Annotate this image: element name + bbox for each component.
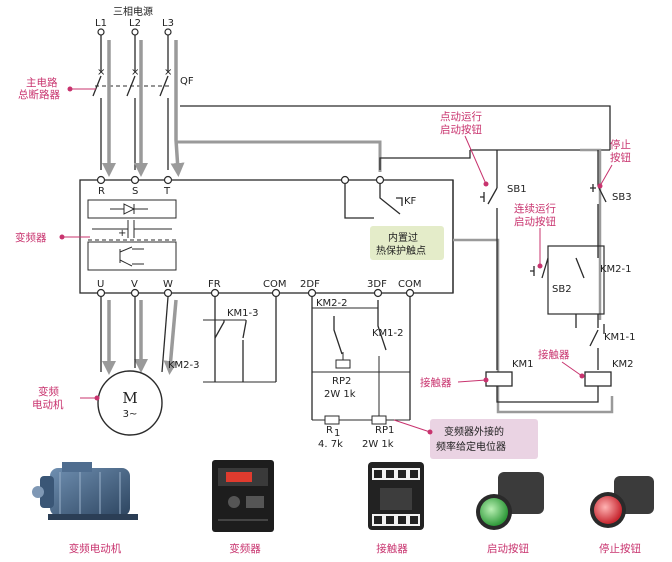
contact-km1-2: KM1-2 [372, 328, 404, 339]
sb2-label-line2: 启动按钮 [514, 215, 556, 228]
photo-label-motor: 变频电动机 [69, 542, 122, 555]
coil-km1 [485, 371, 513, 387]
inverter-input-s: S [132, 186, 138, 197]
photo-label-inverter: 变频器 [229, 542, 261, 555]
term-fr: FR [208, 279, 221, 290]
thermal-code: KF [404, 196, 417, 207]
phase-l2: L2 [129, 18, 141, 29]
svg-text:+: + [118, 228, 126, 239]
source-title: 三相电源 [113, 5, 153, 18]
resistor-r1 [324, 415, 340, 425]
inverter-photo-icon [212, 460, 274, 532]
sb1-label-line2: 启动按钮 [440, 123, 482, 136]
contactor-photo-icon [368, 462, 424, 530]
sb2-code: SB2 [552, 284, 572, 295]
red-button-photo-icon [590, 476, 654, 528]
r1-sub: 1 [334, 428, 340, 439]
coil-km2 [584, 371, 612, 387]
svg-text:×: × [97, 67, 105, 78]
rp2-value: 2W 1k [324, 389, 356, 400]
rp1-value: 2W 1k [362, 439, 394, 450]
motor-sub: 3~ [123, 409, 138, 420]
contact-km2-1: KM2-1 [600, 264, 632, 275]
sb3-code: SB3 [612, 192, 632, 203]
motor-letter: M [122, 389, 137, 407]
sb3-label-line1: 停止 [610, 138, 631, 151]
thermal-label-line1: 内置过 [388, 231, 418, 244]
coil-km1-code: KM1 [512, 359, 534, 370]
rectifier-block [87, 199, 177, 219]
photo-label-stop: 停止按钮 [599, 542, 641, 555]
contact-km1-3: KM1-3 [227, 308, 259, 319]
photo-label-start: 启动按钮 [487, 542, 529, 555]
feedback-arrow [176, 140, 382, 172]
pot-note-box [430, 419, 538, 459]
term-com2: COM [398, 279, 421, 290]
green-button-photo-icon [476, 472, 544, 530]
rp1-name: RP1 [375, 425, 394, 436]
contact-km1-1: KM1-1 [604, 332, 636, 343]
inverter-input-t: T [163, 186, 171, 197]
coil-km2-code: KM2 [612, 359, 634, 370]
rp2-name: RP2 [332, 376, 351, 387]
igbt-block [87, 241, 177, 271]
contact-km2-3: KM2-3 [168, 360, 200, 371]
motor-arrows [102, 299, 178, 375]
breaker-label-line1: 主电路 [26, 76, 58, 89]
resistor-rp1 [371, 415, 387, 425]
pot-note-line1: 变频器外接的 [444, 425, 504, 438]
input-arrows [102, 40, 185, 177]
coil-km1-label: 接触器 [420, 376, 452, 389]
svg-text:×: × [164, 67, 172, 78]
inverter-output-u: U [97, 279, 104, 290]
sb3-label-line2: 按钮 [610, 151, 631, 164]
coil-km2-label: 接触器 [538, 348, 570, 361]
phase-l3: L3 [162, 18, 174, 29]
sb1-code: SB1 [507, 184, 527, 195]
breaker-code: QF [180, 76, 194, 87]
breaker-label-line2: 总断路器 [18, 88, 60, 101]
sb1-label-line1: 点动运行 [440, 110, 482, 123]
inverter-input-r: R [98, 186, 105, 197]
motor-label-line2: 电动机 [32, 398, 64, 411]
contact-km2-2: KM2-2 [316, 298, 348, 309]
inverter-output-w: W [163, 279, 173, 290]
inverter-output-v: V [131, 279, 138, 290]
pot-note-line2: 频率给定电位器 [436, 440, 506, 453]
thermal-label-line2: 热保护触点 [376, 244, 426, 257]
photo-label-contactor: 接触器 [376, 542, 408, 555]
phase-l1: L1 [95, 18, 107, 29]
motor-label-line1: 变频 [38, 385, 59, 398]
inverter-label: 变频器 [15, 231, 47, 244]
svg-text:×: × [131, 67, 139, 78]
r1-name: R [326, 425, 333, 436]
sb2-label-line1: 连续运行 [514, 202, 556, 215]
breaker-qf: × × × [92, 35, 172, 170]
return-loop [453, 238, 614, 414]
term-com1: COM [263, 279, 286, 290]
motor-photo-icon [32, 462, 138, 520]
motor-symbol [97, 370, 163, 436]
r1-value: 4. 7k [318, 439, 343, 450]
thermal-note-box [370, 226, 444, 260]
resistor-rp2 [335, 359, 351, 369]
term-2df: 2DF [300, 279, 320, 290]
term-3df: 3DF [367, 279, 387, 290]
